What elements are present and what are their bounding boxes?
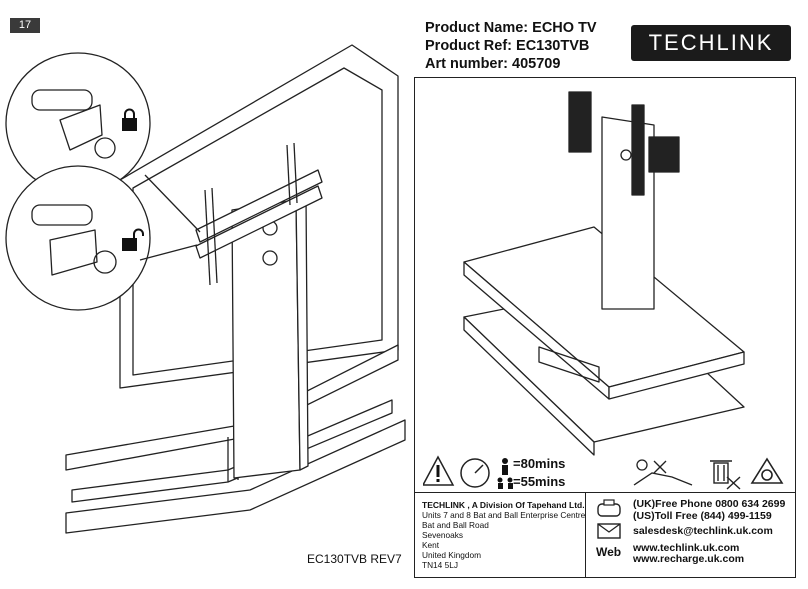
company-name: TECHLINK , A Division Of Tapehand Ltd. [422, 500, 585, 510]
unlock-icon [122, 228, 144, 251]
address-line: Sevenoaks [422, 530, 464, 540]
us-phone: (US)Toll Free (844) 499-1159 [633, 510, 772, 522]
product-frame [414, 77, 796, 578]
envelope-icon [597, 523, 621, 539]
company-address: TECHLINK , A Division Of Tapehand Ltd. U… [422, 500, 585, 570]
time-icons [423, 455, 513, 489]
website-link-1[interactable]: www.techlink.uk.com [633, 542, 740, 554]
one-person-time: =80mins [513, 456, 566, 471]
address-line: United Kingdom [422, 550, 482, 560]
footer-divider [414, 492, 796, 493]
product-info: Product Name: ECHO TV Product Ref: EC130… [425, 19, 597, 73]
document-reference: EC130TVB REV7 [307, 552, 402, 566]
email-link[interactable]: salesdesk@techlink.uk.com [633, 525, 773, 537]
lock-icon [122, 108, 137, 131]
person-icon [502, 458, 508, 475]
web-label: Web [596, 545, 622, 559]
address-line: Units 7 and 8 Bat and Ball Enterprise Ce… [422, 510, 586, 520]
uk-phone: (UK)Free Phone 0800 634 2699 [633, 498, 786, 510]
page-number: 17 [10, 18, 40, 33]
techlink-logo: TECHLINK [631, 25, 791, 61]
recycle-icon [750, 457, 784, 484]
warning-icon [423, 455, 455, 486]
address-line: Bat and Ball Road [422, 520, 489, 530]
phone-icon [597, 499, 621, 517]
art-number: Art number: 405709 [425, 56, 561, 72]
product-ref: Product Ref: EC130TVB [425, 38, 590, 54]
footer-column-divider [585, 492, 586, 578]
address-line: TN14 5LJ [422, 560, 458, 570]
contact-icons [597, 499, 621, 539]
tv-stand-product-illustration [463, 91, 745, 456]
product-name: Product Name: ECHO TV [425, 20, 597, 36]
care-icons [633, 457, 784, 490]
website-link-2[interactable]: www.recharge.uk.com [633, 553, 745, 565]
stopwatch-icon [460, 458, 490, 488]
no-bin-icon [710, 460, 741, 490]
two-people-time: =55mins [513, 474, 566, 489]
address-line: Kent [422, 540, 440, 550]
two-people-icon [497, 477, 513, 489]
cleaning-icon [633, 459, 693, 486]
tv-stand-assembly-illustration [5, 44, 406, 534]
